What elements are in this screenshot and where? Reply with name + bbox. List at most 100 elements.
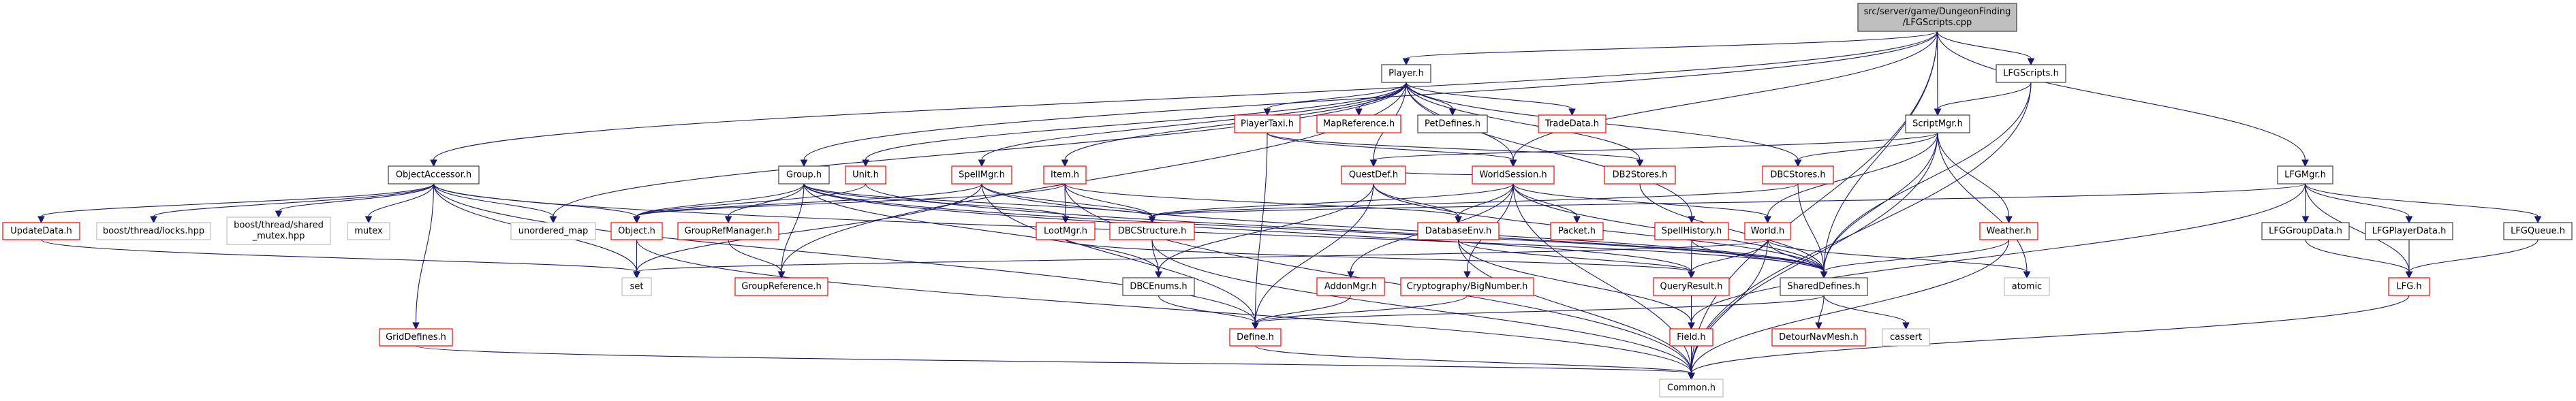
node-unit-h[interactable]: Unit.h xyxy=(845,165,886,185)
node-label: DB2Stores.h xyxy=(1613,170,1668,180)
node-lfggroupdata-h[interactable]: LFGGroupData.h xyxy=(2261,222,2350,240)
arrowhead-icon xyxy=(1263,108,1271,116)
node-label: Group.h xyxy=(786,170,822,180)
node-dbcstores-h[interactable]: DBCStores.h xyxy=(1762,165,1834,185)
node-lfg-h[interactable]: LFG.h xyxy=(2388,277,2430,296)
edge-root-to-objectaccessor xyxy=(430,31,1938,167)
node-playertaxi-h[interactable]: PlayerTaxi.h xyxy=(1234,114,1301,133)
node-label: atomic xyxy=(2012,282,2042,292)
node-addonmgr-h[interactable]: AddonMgr.h xyxy=(1316,277,1385,296)
node-lfgscripts-h[interactable]: LFGScripts.h xyxy=(1996,64,2066,83)
node-label: PetDefines.h xyxy=(1425,119,1480,129)
edge-item-to-lootmgr xyxy=(1061,183,1070,224)
edge-scriptmgr-to-questdef xyxy=(1369,132,1938,167)
node-label: Field.h xyxy=(1677,332,1705,342)
node-label: Item.h xyxy=(1051,170,1079,180)
node-databaseenv-h[interactable]: DatabaseEnv.h xyxy=(1417,222,1500,240)
node-object-h[interactable]: Object.h xyxy=(610,222,663,240)
arrowhead-icon xyxy=(150,216,157,224)
node-updatedata-h[interactable]: UpdateData.h xyxy=(2,222,80,240)
node-petdefines-h[interactable]: PetDefines.h xyxy=(1417,114,1488,133)
edge-scriptmgr-to-weather xyxy=(1937,132,2013,224)
node-label: Weather.h xyxy=(1987,226,2032,236)
node-atomic: atomic xyxy=(2004,277,2050,296)
node-label: WorldSession.h xyxy=(1479,170,1547,180)
node-mapreference-h[interactable]: MapReference.h xyxy=(1316,114,1401,133)
node-src-server-game-dungeonfinding-lfgscripts-cpp: src/server/game/DungeonFinding/LFGScript… xyxy=(1857,3,2017,32)
node-grouprefmanager-h[interactable]: GroupRefManager.h xyxy=(677,222,779,240)
arrowhead-icon xyxy=(1688,372,1695,381)
edge-playertaxi-to-db2stores xyxy=(1267,132,1644,167)
arrowhead-icon xyxy=(2023,271,2031,279)
node-objectaccessor-h[interactable]: ObjectAccessor.h xyxy=(388,165,480,185)
node-lfgqueue-h[interactable]: LFGQueue.h xyxy=(2503,222,2573,240)
node-item-h[interactable]: Item.h xyxy=(1043,165,1087,185)
node-label: DBCEnums.h xyxy=(1130,282,1187,292)
node-label: ObjectAccessor.h xyxy=(396,170,471,180)
arrowhead-icon xyxy=(724,216,732,224)
edge-world-to-queryresult xyxy=(1688,239,1769,279)
node-lfgplayerdata-h[interactable]: LFGPlayerData.h xyxy=(2365,222,2453,240)
edge-world-to-set xyxy=(633,239,1769,279)
node-spellmgr-h[interactable]: SpellMgr.h xyxy=(951,165,1012,185)
node-packet-h[interactable]: Packet.h xyxy=(1550,222,1604,240)
node-shareddefines-h[interactable]: SharedDefines.h xyxy=(1780,277,1868,296)
arrowhead-icon xyxy=(1934,108,1942,116)
node-weather-h[interactable]: Weather.h xyxy=(1979,222,2038,240)
arrowhead-icon xyxy=(1820,271,1828,279)
node-label: QuestDef.h xyxy=(1349,170,1398,180)
node-questdef-h[interactable]: QuestDef.h xyxy=(1341,165,1406,185)
node-label: unordered_map xyxy=(518,226,589,236)
node-detournavmesh-h[interactable]: DetourNavMesh.h xyxy=(1771,328,1866,347)
node-spellhistory-h[interactable]: SpellHistory.h xyxy=(1654,222,1729,240)
node-mutex: mutex xyxy=(347,222,390,240)
node-cryptography-bignumber-h[interactable]: Cryptography/BigNumber.h xyxy=(1400,277,1534,296)
node-label: LFGGroupData.h xyxy=(2269,226,2342,236)
arrowhead-icon xyxy=(1688,271,1695,279)
node-layer: src/server/game/DungeonFinding/LFGScript… xyxy=(2,3,2573,398)
node-common-h: Common.h xyxy=(1659,379,1724,398)
arrowhead-icon xyxy=(2405,216,2413,224)
edge-playertaxi-to-worldsession xyxy=(1267,132,1517,167)
node-group-h[interactable]: Group.h xyxy=(778,165,830,185)
arrowhead-icon xyxy=(1061,216,1070,224)
arrowhead-icon xyxy=(2301,216,2310,224)
node-lfgmgr-h[interactable]: LFGMgr.h xyxy=(2277,165,2333,185)
arrowhead-icon xyxy=(1509,159,1517,167)
node-queryresult-h[interactable]: QueryResult.h xyxy=(1653,277,1730,296)
arrowhead-icon xyxy=(1355,108,1363,116)
node-label: Common.h xyxy=(1667,383,1716,394)
arrowhead-icon xyxy=(1463,271,1471,279)
node-label: SpellHistory.h xyxy=(1662,226,1722,236)
node-dbcstructure-h[interactable]: DBCStructure.h xyxy=(1109,222,1195,240)
node-label: _mutex.hpp xyxy=(252,231,305,242)
node-player-h[interactable]: Player.h xyxy=(1381,64,1431,83)
node-field-h[interactable]: Field.h xyxy=(1669,328,1713,347)
node-label: DatabaseEnv.h xyxy=(1425,226,1492,236)
arrowhead-icon xyxy=(1764,216,1771,224)
node-boost-thread-locks-hpp: boost/thread/locks.hpp xyxy=(96,222,211,240)
node-lootmgr-h[interactable]: LootMgr.h xyxy=(1036,222,1096,240)
node-worldsession-h[interactable]: WorldSession.h xyxy=(1472,165,1555,185)
node-groupreference-h[interactable]: GroupReference.h xyxy=(734,277,828,296)
edge-objectaccessor-to-griddefines xyxy=(412,183,435,330)
edge-scriptmgr-to-world xyxy=(1764,132,1938,224)
node-define-h[interactable]: Define.h xyxy=(1229,328,1282,347)
node-label: Player.h xyxy=(1388,69,1424,79)
node-db2stores-h[interactable]: DB2Stores.h xyxy=(1604,165,1676,185)
edge-spellmgr-to-define xyxy=(981,183,1259,330)
arrowhead-icon xyxy=(37,216,45,224)
node-boost-thread-shared-mutex-hpp: boost/thread/shared_mutex.hpp xyxy=(226,216,331,245)
node-scriptmgr-h[interactable]: ScriptMgr.h xyxy=(1905,114,1970,133)
node-label: Object.h xyxy=(618,226,655,236)
edge-root-to-lfgmgr xyxy=(1936,31,2309,167)
arrowhead-icon xyxy=(1148,216,1156,224)
node-label: GroupRefManager.h xyxy=(685,226,773,236)
node-label: src/server/game/DungeonFinding xyxy=(1864,7,2011,17)
edge-shareddefines-to-define xyxy=(1252,295,1825,330)
node-griddefines-h[interactable]: GridDefines.h xyxy=(379,328,453,347)
node-world-h[interactable]: World.h xyxy=(1744,222,1791,240)
node-dbcenums-h[interactable]: DBCEnums.h xyxy=(1122,277,1195,296)
edge-addonmgr-to-define xyxy=(1252,295,1352,330)
node-tradedata-h[interactable]: TradeData.h xyxy=(1538,114,1607,133)
